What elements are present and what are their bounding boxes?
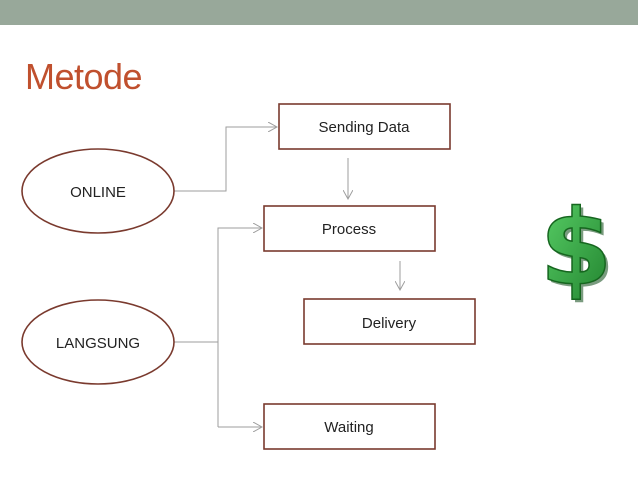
- node-waiting-label: Waiting: [324, 419, 373, 436]
- node-online: ONLINE: [21, 148, 175, 234]
- slide-title: Metode: [25, 56, 143, 97]
- svg-text:$: $: [543, 190, 615, 312]
- node-langsung-label: LANGSUNG: [56, 335, 140, 352]
- node-delivery: Delivery: [303, 298, 476, 345]
- edge-langsung-process: [217, 228, 262, 427]
- node-process-label: Process: [322, 221, 376, 238]
- svg-text:$: $: [540, 187, 612, 309]
- node-online-label: ONLINE: [70, 184, 126, 201]
- node-sending-data-label: Sending Data: [319, 119, 411, 136]
- edge-online-sending-data: [174, 127, 277, 192]
- node-process: Process: [263, 205, 436, 252]
- node-waiting: Waiting: [263, 403, 436, 450]
- top-bar: [0, 0, 638, 25]
- dollar-sign-icon: $ $: [539, 186, 615, 312]
- node-langsung: LANGSUNG: [21, 299, 175, 385]
- node-delivery-label: Delivery: [362, 315, 417, 332]
- node-sending-data: Sending Data: [278, 103, 451, 150]
